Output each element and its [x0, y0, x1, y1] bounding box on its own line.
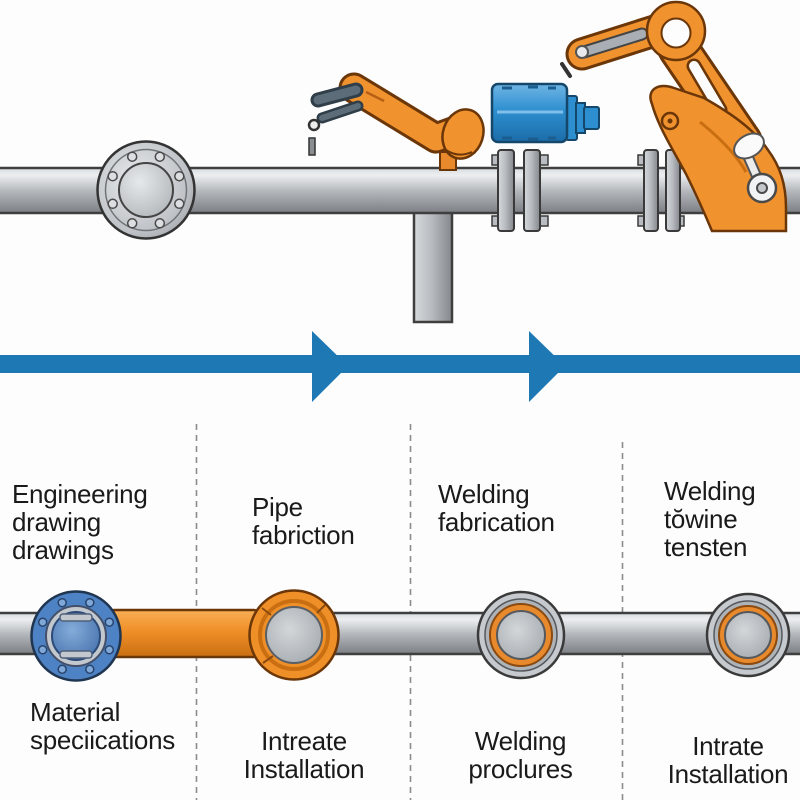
gripper-icon	[733, 132, 765, 160]
welding-torch-arm-icon	[307, 72, 485, 171]
stage-label-installation-1: Intreate Installation	[243, 726, 365, 784]
electrode-tip-icon	[307, 118, 321, 132]
stage-label-installation-2: Intrate Installation	[667, 731, 789, 789]
blue-flange-coupling-icon	[30, 590, 122, 682]
stage-label-material-specifications: Material speciications	[30, 697, 175, 755]
process-flow-arrow-icon	[0, 331, 800, 402]
stage-label-welding-line: Welding tŏwine tensten	[664, 476, 756, 562]
bottom-pipe-icon	[0, 608, 800, 659]
orange-coupling-icon	[248, 589, 340, 681]
branch-pipe-icon	[412, 198, 454, 324]
stage-label-welding-procedures: Welding proclures	[468, 726, 573, 784]
welded-ring-icon	[476, 590, 566, 680]
stage-label-welding-fabrication: Welding fabrication	[438, 479, 555, 537]
flange-face-icon	[96, 140, 196, 240]
robot-arm-icon	[565, 0, 788, 233]
falling-rod-icon	[308, 137, 316, 156]
sensor-device-icon	[490, 62, 600, 144]
orange-pipe-segment-icon	[108, 608, 260, 659]
stage-label-pipe-fabrication: Pipe fabriction	[252, 492, 355, 550]
joint-hole-icon	[660, 17, 692, 49]
welded-ring-icon	[705, 592, 791, 678]
flange-pair-icon	[491, 149, 549, 232]
flange-pair-icon	[637, 149, 685, 232]
stage-label-engineering-drawings: Engineering drawing drawings	[12, 479, 148, 565]
